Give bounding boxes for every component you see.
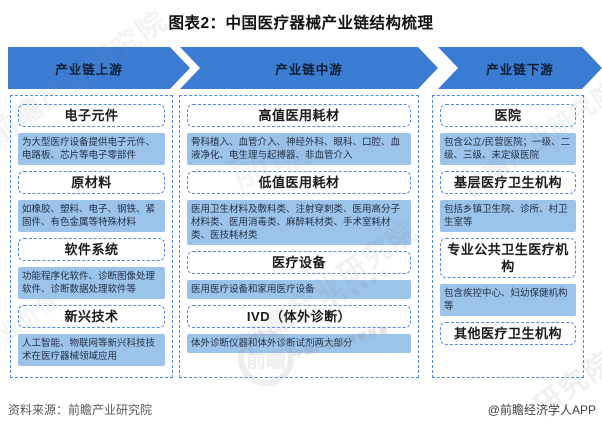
section-description: 体外诊断仪器和体外诊断试剂两大部分 xyxy=(187,334,411,353)
section-description: 为大型医疗设备提供电子元件、电路板、芯片等电子零部件 xyxy=(18,133,165,165)
source-note: 资料来源：前瞻产业研究院 xyxy=(8,403,153,417)
section-header: 软件系统 xyxy=(18,238,165,261)
arrow-banner-upstream: 产业链上游 xyxy=(8,47,190,89)
arrow-banner-downstream: 产业链下游 xyxy=(438,47,602,89)
section-header: 原材料 xyxy=(18,171,165,194)
section-header: 新兴技术 xyxy=(18,305,165,328)
column-upstream: 电子元件为大型医疗设备提供电子元件、电路板、芯片等电子零部件原材料如橡胶、塑料、… xyxy=(10,95,173,378)
arrow-banner-midstream: 产业链中游 xyxy=(180,47,438,89)
section-description: 骨科植入、血管介入、神经外科、眼科、口腔、血液净化、电生理与起搏器、非血管介入 xyxy=(187,133,411,165)
section-header: 其他医疗卫生机构 xyxy=(440,322,576,345)
section-header: 低值医用耗材 xyxy=(187,171,411,194)
section-header: 电子元件 xyxy=(18,104,165,127)
section-description: 如橡胶、塑料、电子、钢铁、紧固件、有色金属等特殊材料 xyxy=(18,200,165,232)
section-description: 包括乡镇卫生院、诊所、村卫生室等 xyxy=(440,200,576,232)
section-description: 人工智能、物联网等新兴科技技术在医疗器械领域应用 xyxy=(18,334,165,366)
column-midstream: 高值医用耗材骨科植入、血管介入、神经外科、眼科、口腔、血液净化、电生理与起搏器、… xyxy=(179,95,419,378)
section-header: IVD（体外诊断） xyxy=(187,305,411,328)
column-downstream: 医院包含公立/民营医院；一级、二级、三级、未定级医院基层医疗卫生机构包括乡镇卫生… xyxy=(432,95,584,378)
section-description: 包含公立/民营医院；一级、二级、三级、未定级医院 xyxy=(440,133,576,165)
section-header: 高值医用耗材 xyxy=(187,104,411,127)
section-header: 专业公共卫生医疗机构 xyxy=(440,238,576,278)
section-description: 包含疾控中心、妇幼保健机构等 xyxy=(440,284,576,316)
chart-title: 图表2：中国医疗器械产业链结构梳理 xyxy=(168,15,434,32)
section-header: 医疗设备 xyxy=(187,251,411,274)
credit-note: @前瞻经济学人APP xyxy=(487,403,596,417)
section-header: 基层医疗卫生机构 xyxy=(440,171,576,194)
section-header: 医院 xyxy=(440,104,576,127)
footer: 资料来源：前瞻产业研究院 @前瞻经济学人APP xyxy=(8,401,596,418)
section-description: 医用卫生材料及敷料类、注射穿刺类、医用高分子材料类、医用消毒类、麻醉耗材类、手术… xyxy=(187,200,411,245)
section-description: 功能程序化软件、诊断图像处理软件、诊断数据处理软件等 xyxy=(18,267,165,299)
section-description: 医用医疗设备和家用医疗设备 xyxy=(187,280,411,299)
